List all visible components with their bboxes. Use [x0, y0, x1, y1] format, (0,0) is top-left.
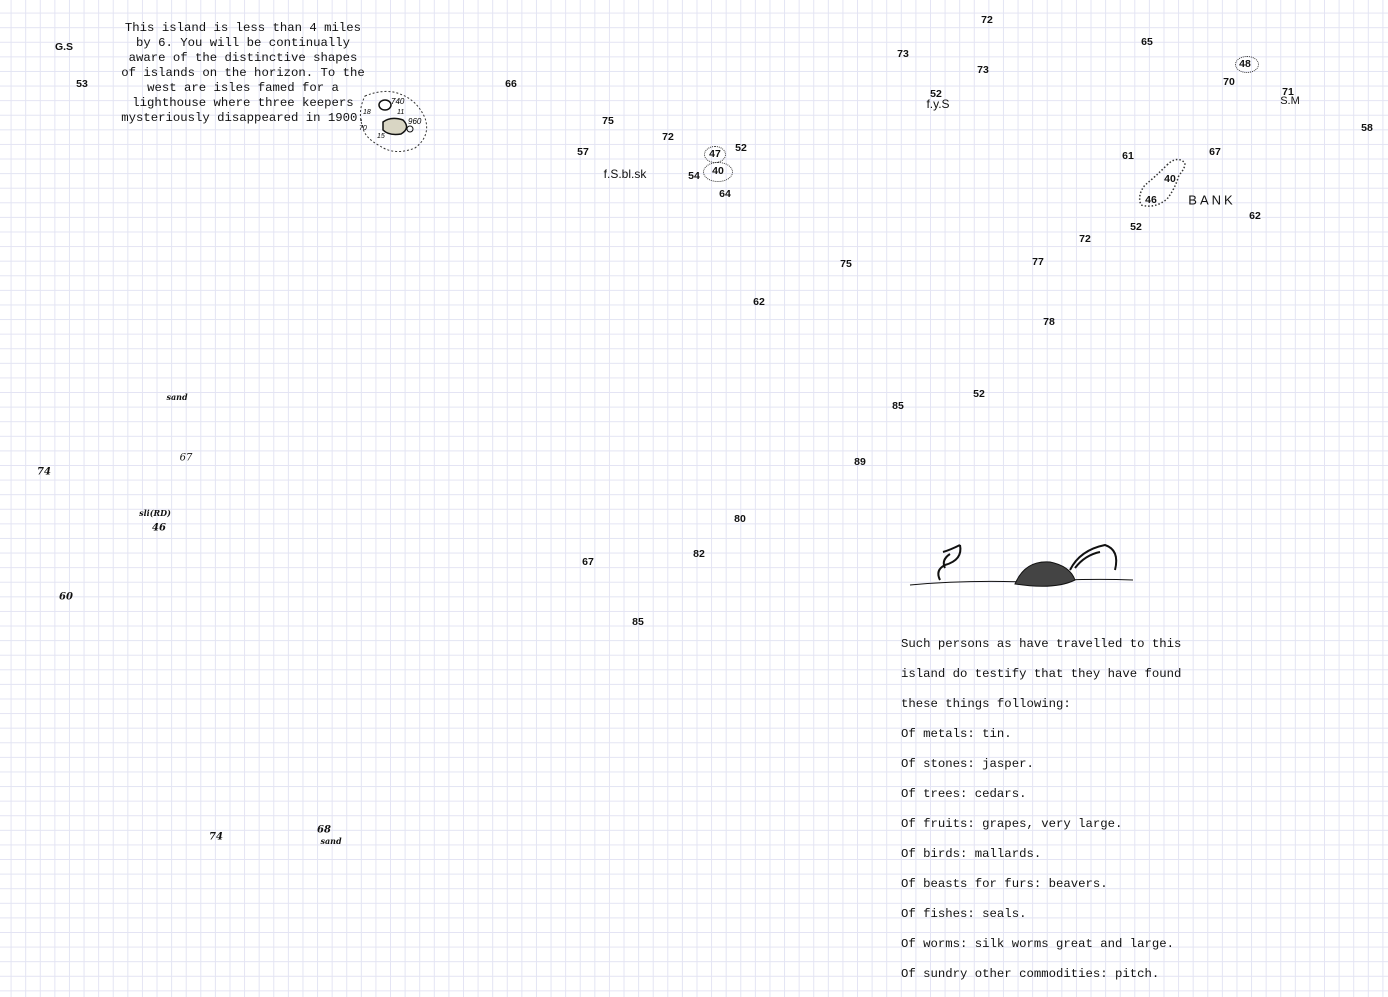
sounding: 40 [1164, 173, 1176, 185]
sea-monster-illustration [909, 543, 1134, 587]
sounding: 62 [753, 296, 765, 308]
note-line: Of birds: mallards. [901, 847, 1042, 861]
sounding: 66 [505, 78, 517, 90]
shoal-outline [1235, 56, 1259, 73]
note-line: Such persons as have travelled to this [901, 637, 1182, 651]
island-depth: 15 [377, 133, 385, 140]
sounding: 75 [840, 258, 852, 270]
sounding: 82 [693, 548, 705, 560]
sounding: 68 [317, 824, 331, 836]
sounding: 70 [1223, 76, 1235, 88]
seabed-label: sand [320, 836, 342, 846]
sounding: 40 [712, 165, 724, 177]
note-line: Of fruits: grapes, very large. [901, 817, 1123, 831]
note-line: Of sundry other commodities: pitch. [901, 967, 1160, 981]
sounding: 60 [59, 591, 73, 603]
sounding: 67 [1209, 146, 1221, 158]
sounding: 47 [709, 148, 721, 160]
sounding: 52 [735, 142, 747, 154]
sounding: 74 [209, 831, 223, 843]
note-line: Of worms: silk worms great and large. [901, 937, 1175, 951]
sounding: 48 [1239, 58, 1251, 70]
island-map: 740 18 11 960 70 15 [359, 90, 428, 152]
sounding: 65 [1141, 36, 1153, 48]
bank-shoal-outline [1138, 158, 1186, 207]
sounding: 64 [719, 188, 731, 200]
sounding: 85 [632, 616, 644, 628]
sounding: 53 [76, 78, 88, 90]
sounding: 67 [582, 556, 594, 568]
sounding: G.S [54, 41, 74, 53]
bank-label: BANK [1188, 192, 1236, 208]
sounding: 89 [854, 456, 866, 468]
note-line: Of stones: jasper. [901, 757, 1034, 771]
seabed-label: sli(RD) [139, 508, 171, 518]
note-line: Of trees: cedars. [901, 787, 1027, 801]
note-line: Of fishes: seals. [901, 907, 1027, 921]
island-height: 740 [391, 97, 405, 106]
sounding: 61 [1122, 150, 1134, 162]
sounding: 52 [973, 388, 985, 400]
sounding: 77 [1032, 256, 1044, 268]
sounding: 57 [577, 146, 589, 158]
sounding: 72 [662, 131, 674, 143]
seabed-label: S.M [1280, 95, 1300, 107]
sounding: 46 [152, 522, 166, 534]
island-depth: 18 [363, 109, 371, 116]
sounding: 67 [179, 452, 193, 464]
island-depth: 11 [397, 109, 404, 116]
sounding: 62 [1249, 210, 1261, 222]
sounding: 72 [1079, 233, 1091, 245]
seabed-label: f.y.S [926, 97, 950, 111]
sounding: 54 [688, 170, 700, 182]
sounding: 72 [981, 14, 993, 26]
note-line: Of metals: tin. [901, 727, 1012, 741]
sounding: 80 [734, 513, 746, 525]
sounding: 74 [37, 466, 51, 478]
sounding: 58 [1361, 122, 1373, 134]
island-commodities: Such persons as have travelled to this i… [901, 622, 1181, 997]
sounding: 78 [1043, 316, 1055, 328]
note-line: island do testify that they have found [901, 667, 1182, 681]
sounding: 73 [897, 48, 909, 60]
island-description: This island is less than 4 miles by 6. Y… [121, 21, 365, 125]
sounding: 46 [1145, 194, 1157, 206]
sounding: 85 [892, 400, 904, 412]
note-line: Of beasts for furs: beavers. [901, 877, 1108, 891]
note-line: these things following: [901, 697, 1071, 711]
seabed-label: sand [166, 392, 188, 402]
sounding: 75 [602, 115, 614, 127]
seabed-label: f.S.bl.sk [603, 167, 647, 181]
island-depth: 70 [359, 125, 367, 132]
sounding: 71 [1282, 86, 1294, 98]
sounding: 52 [930, 88, 942, 100]
sounding: 52 [1130, 221, 1142, 233]
sounding: 73 [977, 64, 989, 76]
shoal-outline [703, 162, 733, 182]
island-height: 960 [408, 117, 422, 126]
